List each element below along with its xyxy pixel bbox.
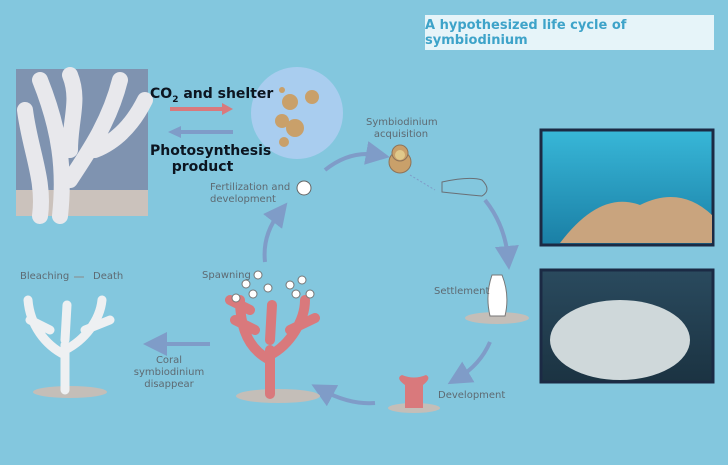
symbiodinium-cells-illustration [251,67,343,159]
settlement-polyp [487,274,508,317]
cycle-arrows [143,141,519,407]
bleached-coral-illustration [23,295,115,398]
co2-text: CO [150,86,173,102]
spawning-label: Spawning [202,270,251,281]
diagram-title: A hypothesized life cycle of symbiodiniu… [425,17,627,48]
acquisition-line2: acquisition [373,129,429,140]
photosynthesis-line2: product [171,159,234,175]
fertilization-line1: Fertilization and [210,182,291,193]
settlement-label: Settlement [434,286,490,297]
coral-closeup-illustration [16,67,153,224]
disappear-line1: Coral symbiodinium [133,355,205,378]
photosynthesis-line1: Photosynthesis [150,143,272,159]
fertilization-line2: development [210,194,276,205]
co2-subscript: 2 [172,94,179,105]
healthy-coral-photo [539,128,715,247]
bleaching-label: Bleaching [20,271,70,282]
diagram-title-box: A hypothesized life cycle of symbiodiniu… [425,15,714,50]
death-label: Death [93,271,124,282]
development-label: Development [438,390,506,401]
disappear-line2: disappear [144,379,194,390]
acquisition-line1: Symbiodinium [366,117,438,128]
egg-icon [296,180,312,196]
shelter-text: and shelter [178,86,274,102]
bleached-coral-photo [539,268,715,384]
co2-shelter-label: CO2 and shelter [150,86,273,108]
larva-illustration [441,177,488,197]
polyp-illustration [399,375,429,408]
spawning-coral-illustration [225,270,320,403]
